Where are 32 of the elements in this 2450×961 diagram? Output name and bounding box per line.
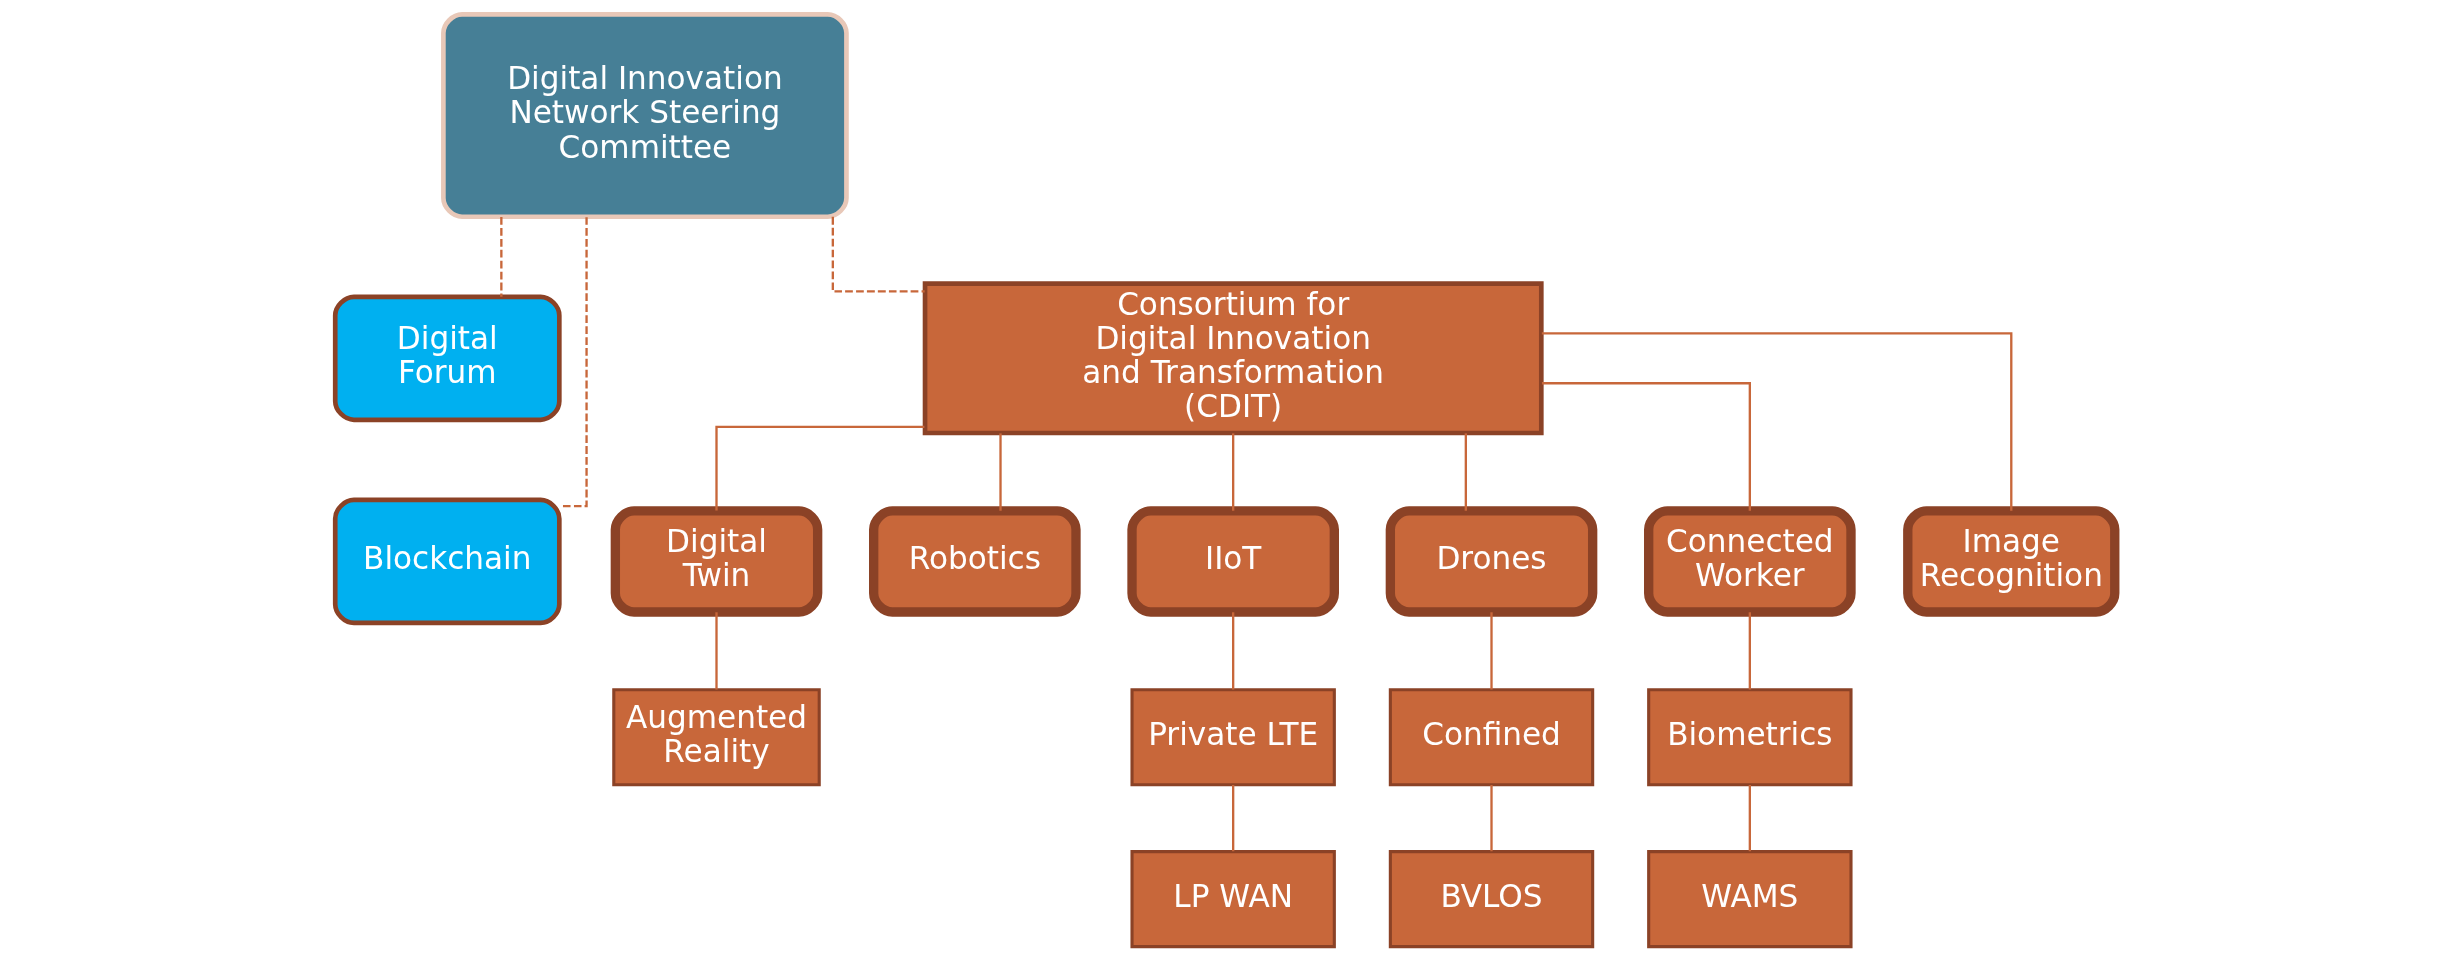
node-box: Digital Forum xyxy=(332,294,562,423)
node-box: Augmented Reality xyxy=(612,688,821,787)
node-box: Robotics xyxy=(869,506,1081,617)
connector xyxy=(1541,382,1751,511)
connector xyxy=(1748,612,1751,690)
node-box: Biometrics xyxy=(1647,688,1853,787)
node-box: Connected Worker xyxy=(1644,506,1856,617)
node-box: Digital Twin xyxy=(610,506,823,617)
connector xyxy=(1232,433,1235,511)
connector xyxy=(715,612,718,690)
node-box: IIoT xyxy=(1127,506,1339,617)
connector xyxy=(500,217,503,297)
node-box: Drones xyxy=(1385,506,1598,617)
node-box: Confined xyxy=(1388,688,1595,787)
connector xyxy=(1232,612,1235,690)
connector xyxy=(1232,784,1235,852)
connector xyxy=(715,425,925,511)
node-box: Blockchain xyxy=(332,497,562,626)
node-box: Image Recognition xyxy=(1903,506,2120,617)
node-box: Private LTE xyxy=(1130,688,1336,787)
connector xyxy=(999,433,1002,511)
connector xyxy=(831,216,925,293)
node-box: Consortium for Digital Innovation and Transformation (CDIT) xyxy=(922,281,1544,436)
node-box: Digital Innovation Network Steering Committee xyxy=(441,12,849,220)
node-box: LP WAN xyxy=(1130,850,1336,949)
connector xyxy=(1464,433,1467,511)
connector xyxy=(1541,332,2013,511)
connector xyxy=(1490,612,1493,690)
connector xyxy=(1748,784,1751,852)
connector xyxy=(1490,784,1493,852)
node-box: BVLOS xyxy=(1388,850,1595,949)
node-box: WAMS xyxy=(1647,850,1853,949)
